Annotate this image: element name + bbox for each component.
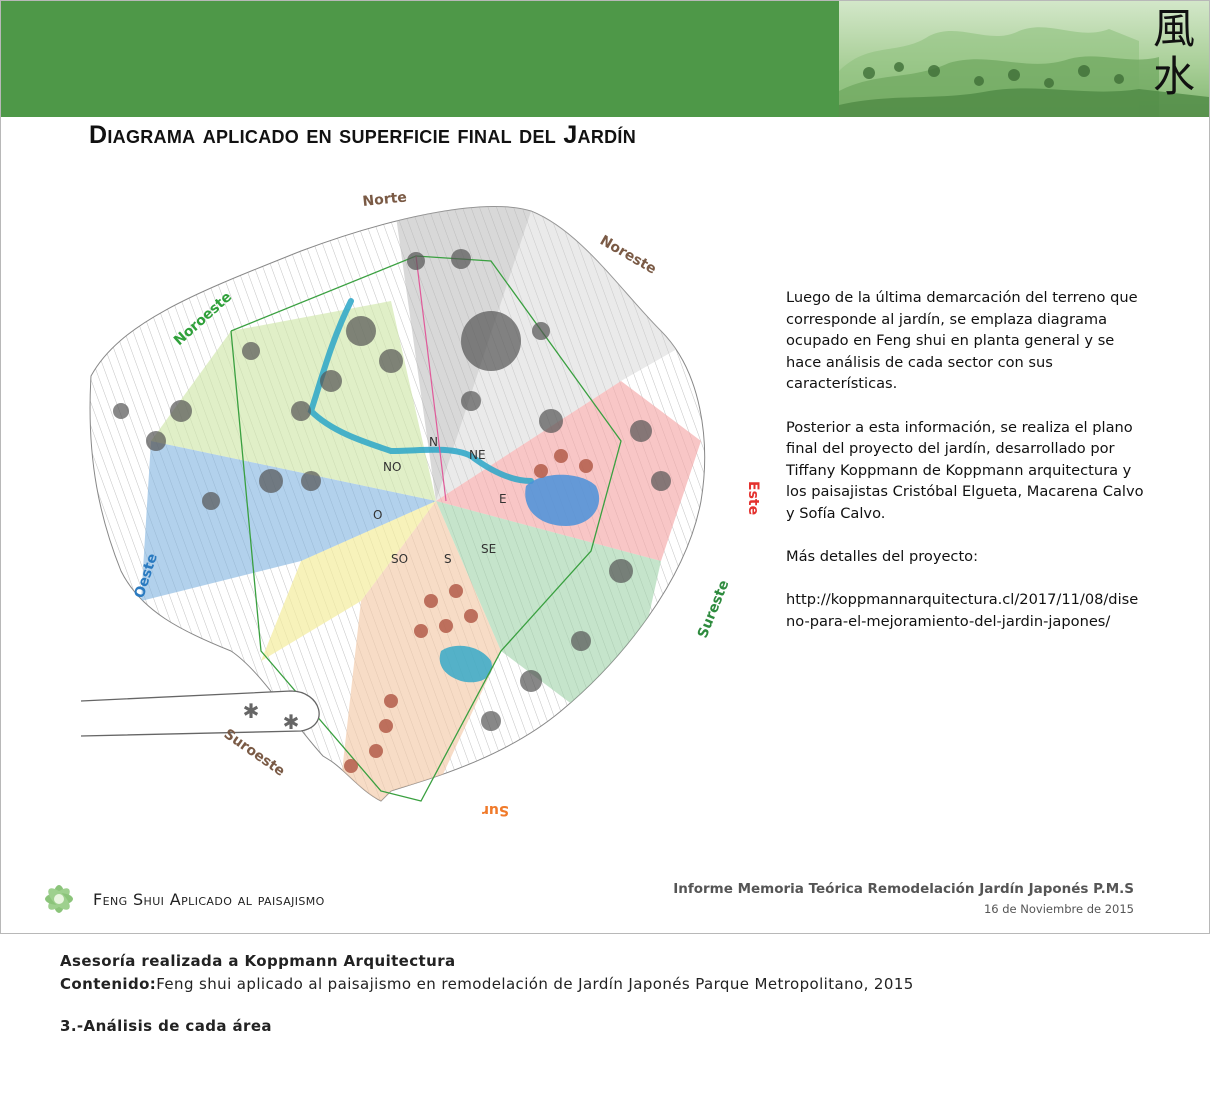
sector-oeste (141, 441, 436, 601)
footer-brand: Feng Shui Aplicado al paisajismo (39, 877, 325, 921)
direction-suroeste: Suroeste (221, 726, 288, 780)
trees (113, 249, 671, 731)
parking-loop (80, 690, 320, 737)
description-paragraph: Posterior a esta información, se realiza… (786, 418, 1144, 522)
pond-south (439, 645, 492, 683)
direction-este: Este (745, 481, 761, 515)
pond (525, 474, 600, 526)
plant-symbol-icon: ✱ (243, 701, 260, 723)
sector-letter-se: SE (481, 542, 496, 556)
page-title: Diagrama aplicado en superficie final de… (89, 121, 637, 149)
sector-letter-n: N (429, 435, 438, 449)
sector-sur (341, 501, 501, 801)
sector-letter-so: SO (391, 552, 408, 566)
description: Luego de la última demarcación del terre… (786, 287, 1146, 654)
direction-sureste: Sureste (695, 578, 733, 641)
lotus-flower-icon (45, 885, 73, 913)
caption: Asesoría realizada a Koppmann Arquitectu… (60, 950, 914, 996)
landscape-painting: 風 水 (839, 1, 1209, 117)
plant-symbol-icon: ✱ (283, 712, 300, 734)
kanji-water: 水 (1152, 52, 1195, 101)
more-details-label: Más detalles del proyecto: (786, 548, 979, 566)
sector-noroeste (151, 301, 436, 501)
direction-norte: Norte (362, 189, 408, 210)
sector-letter-no: NO (383, 460, 401, 474)
caption-line1: Asesoría realizada a Koppmann Arquitectu… (60, 952, 456, 970)
project-link[interactable]: http://koppmannarquitectura.cl/2017/11/0… (786, 591, 1139, 630)
sector-letter-e: E (499, 492, 507, 506)
flowering-trees (344, 449, 593, 773)
section-label: 3.-Análisis de cada área (60, 1017, 272, 1035)
feng-shui-kanji: 風 水 (1149, 5, 1199, 101)
footer-label: Feng Shui Aplicado al paisajismo (93, 889, 325, 909)
caption-content-text: Feng shui aplicado al paisajismo en remo… (156, 975, 914, 993)
north-axis (415, 255, 447, 502)
report-date: 16 de Noviembre de 2015 (983, 902, 1134, 916)
report-title: Informe Memoria Teórica Remodelación Jar… (673, 881, 1134, 897)
sector-suroeste (261, 501, 436, 661)
mountain-landscape-image (839, 27, 1209, 117)
slide: 風 水 Diagrama aplicado en superficie fina… (0, 0, 1210, 934)
kanji-wind: 風 (1152, 4, 1195, 53)
sector-letter-s: S (444, 552, 452, 566)
direction-sur: Sur (482, 802, 509, 818)
description-paragraph: Luego de la última demarcación del terre… (786, 289, 1138, 393)
sector-letter-ne: NE (469, 448, 486, 462)
caption-line2: Contenido:Feng shui aplicado al paisajis… (60, 973, 914, 996)
garden-plan: ✱ ✱ N NE E SE S SO O NO Norte Noreste Es… (80, 189, 761, 818)
caption-content-label: Contenido: (60, 975, 157, 993)
feng-shui-sectors (141, 206, 705, 801)
sector-letter-o: O (373, 508, 382, 522)
